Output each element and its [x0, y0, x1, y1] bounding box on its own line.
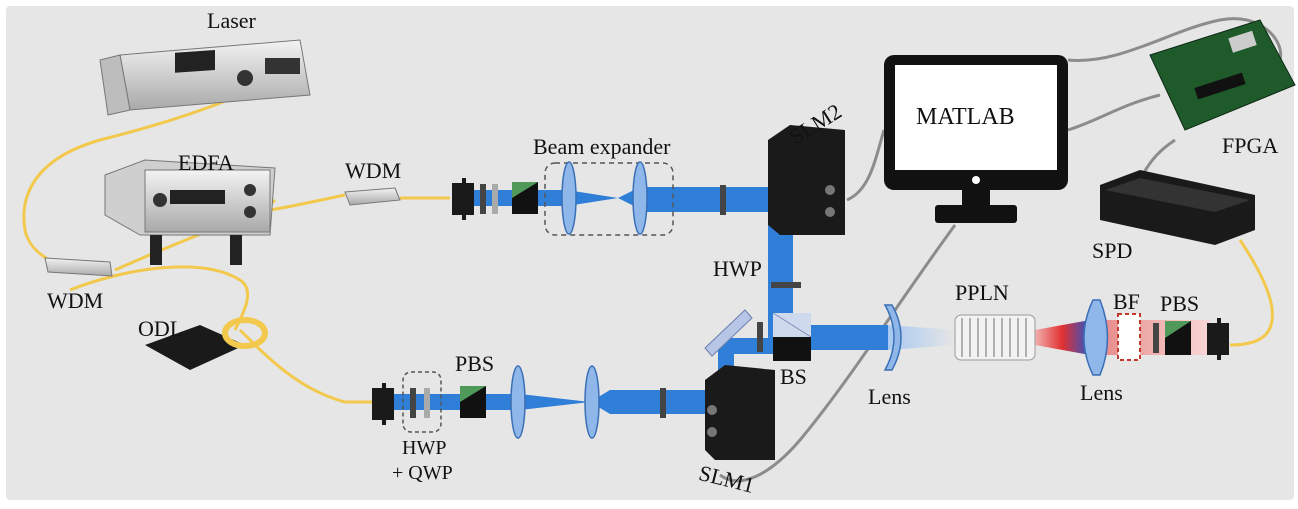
lens-mid-label: Lens	[868, 384, 911, 409]
bandpass-filter	[1117, 313, 1141, 361]
slm1-device	[705, 365, 775, 460]
hwp-label: HWP	[713, 256, 762, 281]
ppln-crystal	[954, 314, 1036, 361]
beam-expander-label: Beam expander	[533, 134, 671, 159]
hwp-qwp-box	[402, 371, 442, 433]
odl-device	[145, 317, 268, 370]
laser-device	[99, 39, 311, 116]
hwp-qwp-label-line2: + QWP	[392, 462, 453, 484]
bf-label: BF	[1113, 289, 1140, 314]
edfa-label: EDFA	[178, 150, 234, 175]
lens-right-label: Lens	[1080, 380, 1123, 405]
edfa-device	[104, 159, 276, 265]
lenses	[510, 161, 1109, 439]
beam-expander-box	[544, 162, 674, 236]
matlab-label: MATLAB	[916, 104, 1015, 130]
signal-cables	[719, 17, 1283, 483]
slm2-device	[768, 125, 845, 235]
fpga-label: FPGA	[1222, 133, 1279, 158]
pbs-left-label: PBS	[455, 351, 495, 376]
pbs-cubes	[460, 182, 1191, 418]
spd-label: SPD	[1092, 238, 1133, 263]
monitor-icon	[884, 55, 1068, 223]
bs-label: BS	[780, 364, 807, 389]
spd-device	[1100, 170, 1255, 245]
odl-label: ODL	[138, 316, 184, 341]
mirror	[704, 309, 753, 357]
waveplates	[410, 184, 1159, 418]
laser-label: Laser	[207, 8, 256, 33]
ppln-label: PPLN	[955, 280, 1009, 305]
fpga-board	[1149, 19, 1296, 131]
beam-splitter-cube	[772, 312, 812, 361]
wdm-top-label: WDM	[345, 158, 402, 183]
fiber-collimators	[372, 178, 1229, 425]
wdm-couplers	[44, 187, 401, 277]
hwp-qwp-label-line1: HWP	[402, 437, 447, 459]
pbs-right-label: PBS	[1160, 291, 1200, 316]
wdm-left-label: WDM	[47, 288, 104, 313]
